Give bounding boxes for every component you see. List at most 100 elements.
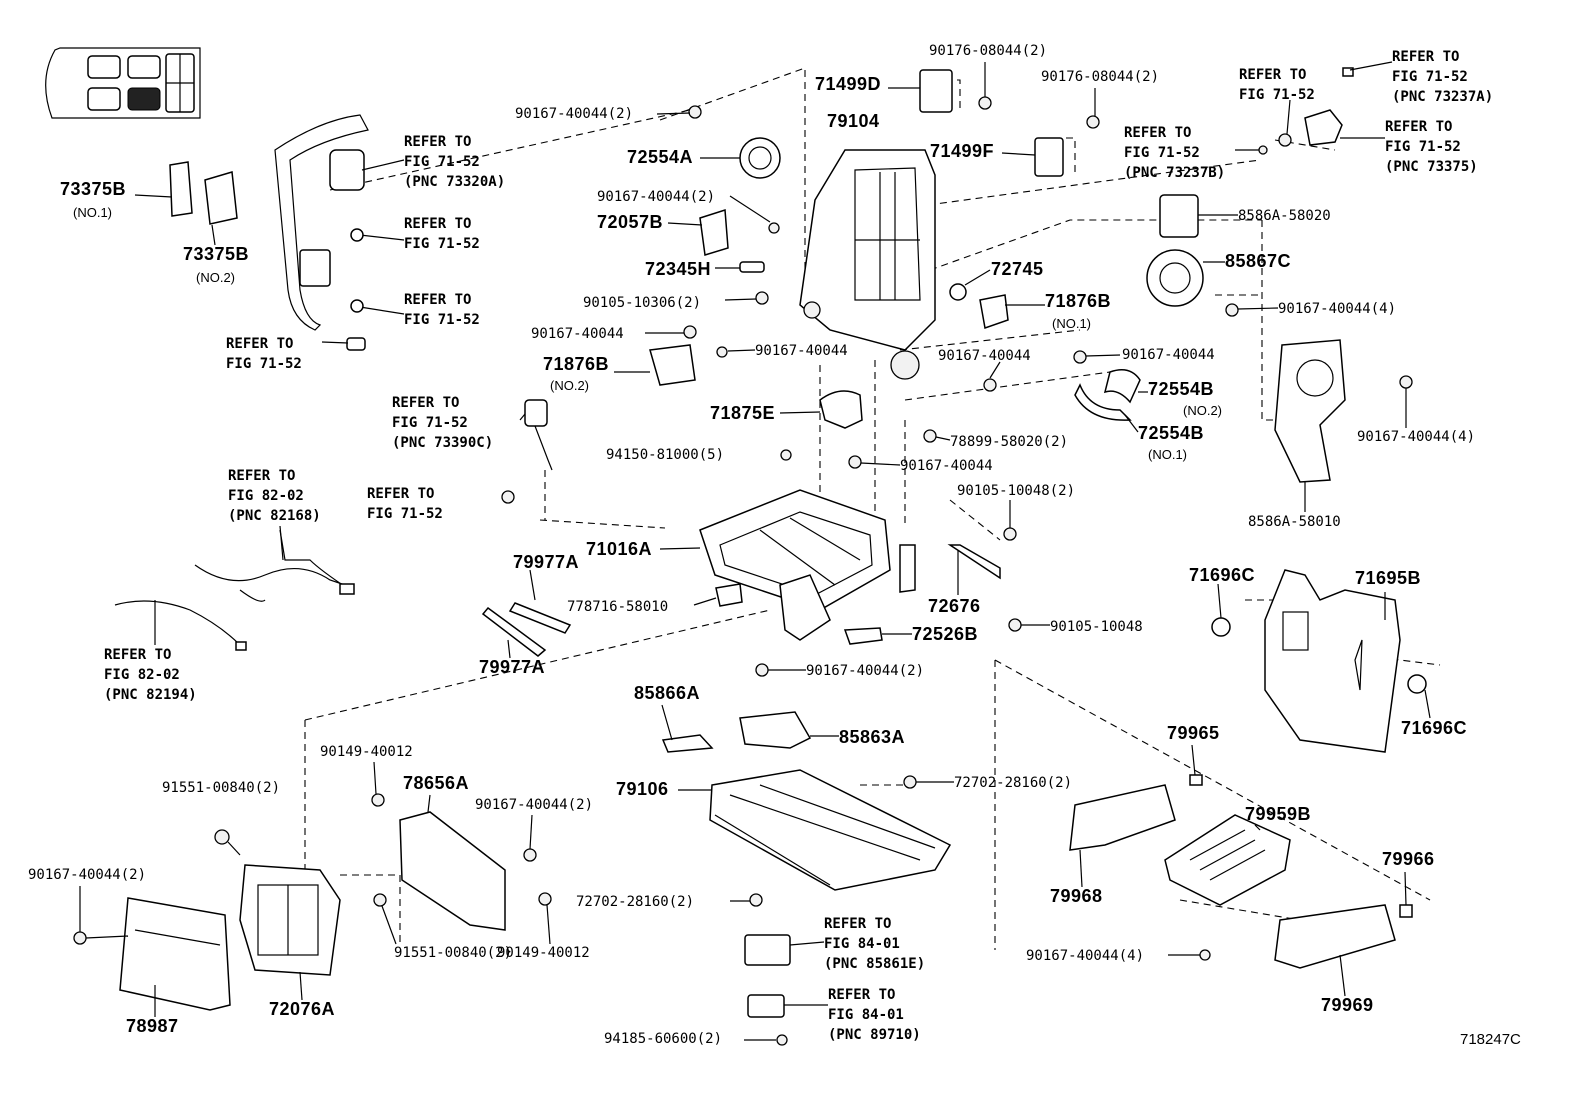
cushion-frame-79106 [678,769,954,907]
recliner-cover-72554a [656,105,781,179]
seat-belt-assembly [274,114,405,351]
part-label: 71876B [543,354,610,374]
knob-72745 [949,269,1045,392]
refer-to-line: (PNC 85861E) [824,956,926,972]
bracket-85863a [661,663,839,753]
refer-to-line: FIG 71-52 [1239,87,1315,103]
clip-73237a [1235,61,1393,155]
part-label: 90167-40044(2) [28,867,147,883]
refer-to-line: REFER TO [1239,67,1307,83]
module-85861e [744,934,828,1046]
refer-to-note: REFER TO FIG 71-52 [367,484,443,524]
pad-79977a [481,569,743,659]
part-label: 79106 [616,779,669,799]
part-label: 72554A [627,147,694,167]
part-label: 72526B [912,624,979,644]
part-label: 79966 [1382,849,1435,869]
part-label: 90105-10048 [1050,619,1143,635]
part-label: 90167-40044 [755,343,848,359]
part-label: 85867C [1225,251,1292,271]
part-label: 79965 [1167,723,1220,743]
refer-to-line: FIG 71-52 [1392,69,1468,85]
part-label: 72702-28160(2) [954,775,1073,791]
refer-to-note: REFER TO FIG 84-01 (PNC 85861E) [824,914,925,974]
part-label: 79969 [1321,995,1374,1015]
switch-71499f [1001,88,1100,177]
part-label: 78987 [126,1016,179,1036]
part-label: 90167-40044 [531,326,624,342]
part-label: 90167-40044(4) [1357,429,1476,445]
cover-78656a [371,761,552,945]
part-label: 72345H [645,259,712,279]
part-label: 71696C [1189,565,1256,585]
refer-to-line: REFER TO [226,336,294,352]
cover-71876b-no2 [614,325,756,386]
part-label: 71016A [586,539,653,559]
refer-to-line: (PNC 73237B) [1124,165,1226,181]
part-label: 94150-81000(5) [606,447,725,463]
part-label: 79104 [827,111,880,131]
recliner-85867c [1146,194,1279,317]
part-label: 91551-00840(2) [162,780,281,796]
part-label: 90149-40012 [320,744,413,760]
refer-to-line: REFER TO [828,987,896,1003]
back-board-71695b [1211,569,1431,753]
refer-to-line: REFER TO [104,647,172,663]
cover-79959b [1164,814,1291,961]
refer-to-line: REFER TO [404,292,472,308]
refer-to-line: (PNC 73320A) [404,174,506,190]
part-label: (NO.2) [1183,403,1222,418]
part-label: 79977A [479,657,546,677]
refer-to-line: FIG 84-01 [824,936,900,952]
part-label: 90167-40044(2) [515,106,634,122]
refer-to-line: REFER TO [367,486,435,502]
part-label: 72676 [928,596,981,616]
part-label: (NO.2) [550,378,589,393]
part-label: 90176-08044(2) [929,43,1048,59]
part-label: 71499D [815,74,882,94]
part-label: 90167-40044 [900,458,993,474]
part-label: 8586A-58020 [1238,208,1331,224]
part-label: 90176-08044(2) [1041,69,1160,85]
part-label: (NO.1) [1052,316,1091,331]
part-label: 72745 [991,259,1044,279]
part-label: 79968 [1050,886,1103,906]
refer-to-line: (PNC 89710) [828,1027,921,1043]
refer-to-line: REFER TO [392,395,460,411]
refer-to-line: (PNC 82168) [228,508,321,524]
part-label: 90167-40044 [1122,347,1215,363]
part-label: 72057B [597,212,664,232]
part-label: 90167-40044(4) [1026,948,1145,964]
refer-to-line: REFER TO [1392,49,1460,65]
refer-to-line: (PNC 82194) [104,687,197,703]
part-label: 778716-58010 [567,599,669,615]
cover-72554b [1073,350,1148,433]
part-label: 90167-40044(2) [806,663,925,679]
part-label: 72554B [1148,379,1215,399]
refer-to-line: REFER TO [1124,125,1192,141]
part-label: 71696C [1401,718,1468,738]
part-label: 72076A [269,999,336,1019]
refer-to-line: REFER TO [404,216,472,232]
refer-to-line: FIG 82-02 [228,488,304,504]
refer-to-line: REFER TO [824,916,892,932]
part-label: 90167-40044(4) [1278,301,1397,317]
refer-to-line: FIG 71-52 [367,506,443,522]
cover-79968 [1069,744,1203,888]
wire-harness [114,525,355,651]
cover-72057b [667,195,780,305]
part-label: 72702-28160(2) [576,894,695,910]
part-label: 79959B [1245,804,1312,824]
part-label: 90105-10306(2) [583,295,702,311]
refer-to-line: FIG 84-01 [828,1007,904,1023]
